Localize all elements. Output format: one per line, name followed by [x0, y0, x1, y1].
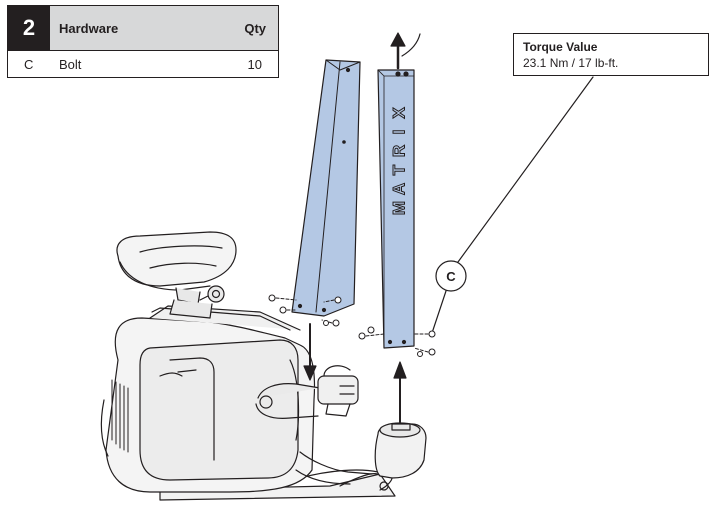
- bolt-left-2: [279, 306, 297, 314]
- logo-letter-x: X: [389, 107, 408, 119]
- right-insert-arrow: [393, 361, 407, 423]
- bolt-left-5: [323, 320, 329, 326]
- bolt-right-4: [413, 347, 436, 356]
- bolt-right-2: [367, 326, 375, 334]
- lift-arrow-up: [390, 32, 421, 70]
- hardware-qty: 10: [247, 57, 262, 72]
- bolts: [268, 294, 436, 357]
- hardware-table: 2 Hardware Qty C Bolt 10: [7, 5, 279, 78]
- bike-frame: [100, 305, 396, 501]
- callout-circle: [435, 260, 467, 292]
- logo-letter-m: M: [389, 201, 408, 215]
- seat: [116, 231, 237, 319]
- left-upright: [291, 59, 361, 317]
- logo-letter-i: I: [389, 130, 408, 135]
- base-receiver: [339, 422, 427, 491]
- bolt-right-1: [358, 332, 385, 340]
- hardware-table-header: 2 Hardware Qty: [8, 6, 278, 51]
- hardware-header-label: Hardware: [59, 21, 119, 36]
- right-upright: [377, 69, 415, 349]
- logo-letter-a: A: [389, 183, 408, 195]
- callout-leader-line: [431, 290, 447, 334]
- torque-title: Torque Value: [523, 40, 598, 54]
- bolt-right-3: [413, 330, 436, 338]
- step-number: 2: [8, 6, 50, 50]
- logo-letter-t: T: [389, 164, 408, 175]
- torque-value: 23.1 Nm / 17 lb-ft.: [523, 56, 619, 70]
- left-insert-arrow: [303, 323, 317, 381]
- callout-label: C: [446, 269, 456, 284]
- hand-grip-assembly: [255, 365, 359, 419]
- hardware-name: Bolt: [59, 57, 82, 72]
- hardware-row: C Bolt 10: [8, 50, 278, 78]
- torque-callout-box: Torque Value 23.1 Nm / 17 lb-ft.: [513, 33, 709, 76]
- qty-header-label: Qty: [244, 21, 266, 36]
- logo-letter-r: R: [389, 145, 408, 157]
- torque-leader-line: [457, 76, 594, 263]
- bolt-right-5: [417, 351, 423, 357]
- bolt-left-3: [323, 296, 342, 304]
- hardware-key: C: [24, 57, 34, 72]
- bolt-left-1: [268, 294, 297, 302]
